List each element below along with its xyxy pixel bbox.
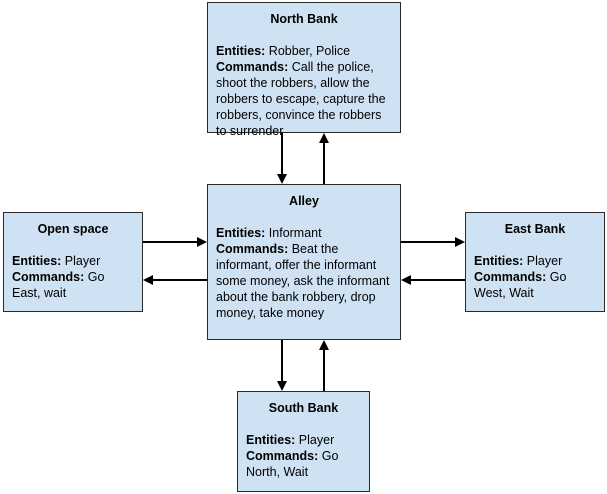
entities-label: Entities: (474, 254, 524, 268)
entities-label: Entities: (216, 44, 266, 58)
node-title: North Bank (270, 12, 338, 26)
node-title: Open space (37, 222, 109, 236)
commands-label: Commands: (246, 449, 319, 463)
commands-value: Go East, wait (12, 270, 105, 300)
node-commands: Commands: Go East, wait (12, 269, 134, 301)
node-commands: Commands: Go North, Wait (246, 448, 361, 480)
node-entities: Entities: Informant (216, 225, 392, 241)
entities-value: Robber, Police (268, 44, 351, 58)
entities-value: Player (526, 254, 563, 268)
entities-label: Entities: (12, 254, 62, 268)
entities-value: Player (64, 254, 101, 268)
node-commands: Commands: Call the police, shoot the rob… (216, 59, 392, 139)
node-alley: Alley Entities: Informant Commands: Beat… (207, 184, 401, 340)
commands-value: Call the police, shoot the robbers, allo… (216, 60, 386, 138)
commands-label: Commands: (216, 60, 289, 74)
commands-value: Go West, Wait (474, 270, 567, 300)
commands-label: Commands: (12, 270, 85, 284)
node-south-bank: South Bank Entities: Player Commands: Go… (237, 391, 370, 492)
commands-label: Commands: (216, 242, 289, 256)
commands-label: Commands: (474, 270, 547, 284)
node-title: South Bank (268, 401, 339, 415)
node-commands: Commands: Beat the informant, offer the … (216, 241, 392, 321)
node-entities: Entities: Robber, Police (216, 43, 392, 59)
entities-value: Player (298, 433, 335, 447)
node-title: Alley (289, 194, 319, 208)
node-commands: Commands: Go West, Wait (474, 269, 596, 301)
entities-value: Informant (268, 226, 322, 240)
node-open-space: Open space Entities: Player Commands: Go… (3, 212, 143, 312)
node-entities: Entities: Player (246, 432, 361, 448)
entities-label: Entities: (246, 433, 296, 447)
commands-value: Beat the informant, offer the informant … (216, 242, 390, 320)
entities-label: Entities: (216, 226, 266, 240)
node-north-bank: North Bank Entities: Robber, Police Comm… (207, 2, 401, 138)
node-east-bank: East Bank Entities: Player Commands: Go … (465, 212, 605, 312)
node-title: East Bank (504, 222, 566, 236)
node-entities: Entities: Player (474, 253, 596, 269)
commands-value: Go North, Wait (246, 449, 339, 479)
node-entities: Entities: Player (12, 253, 134, 269)
